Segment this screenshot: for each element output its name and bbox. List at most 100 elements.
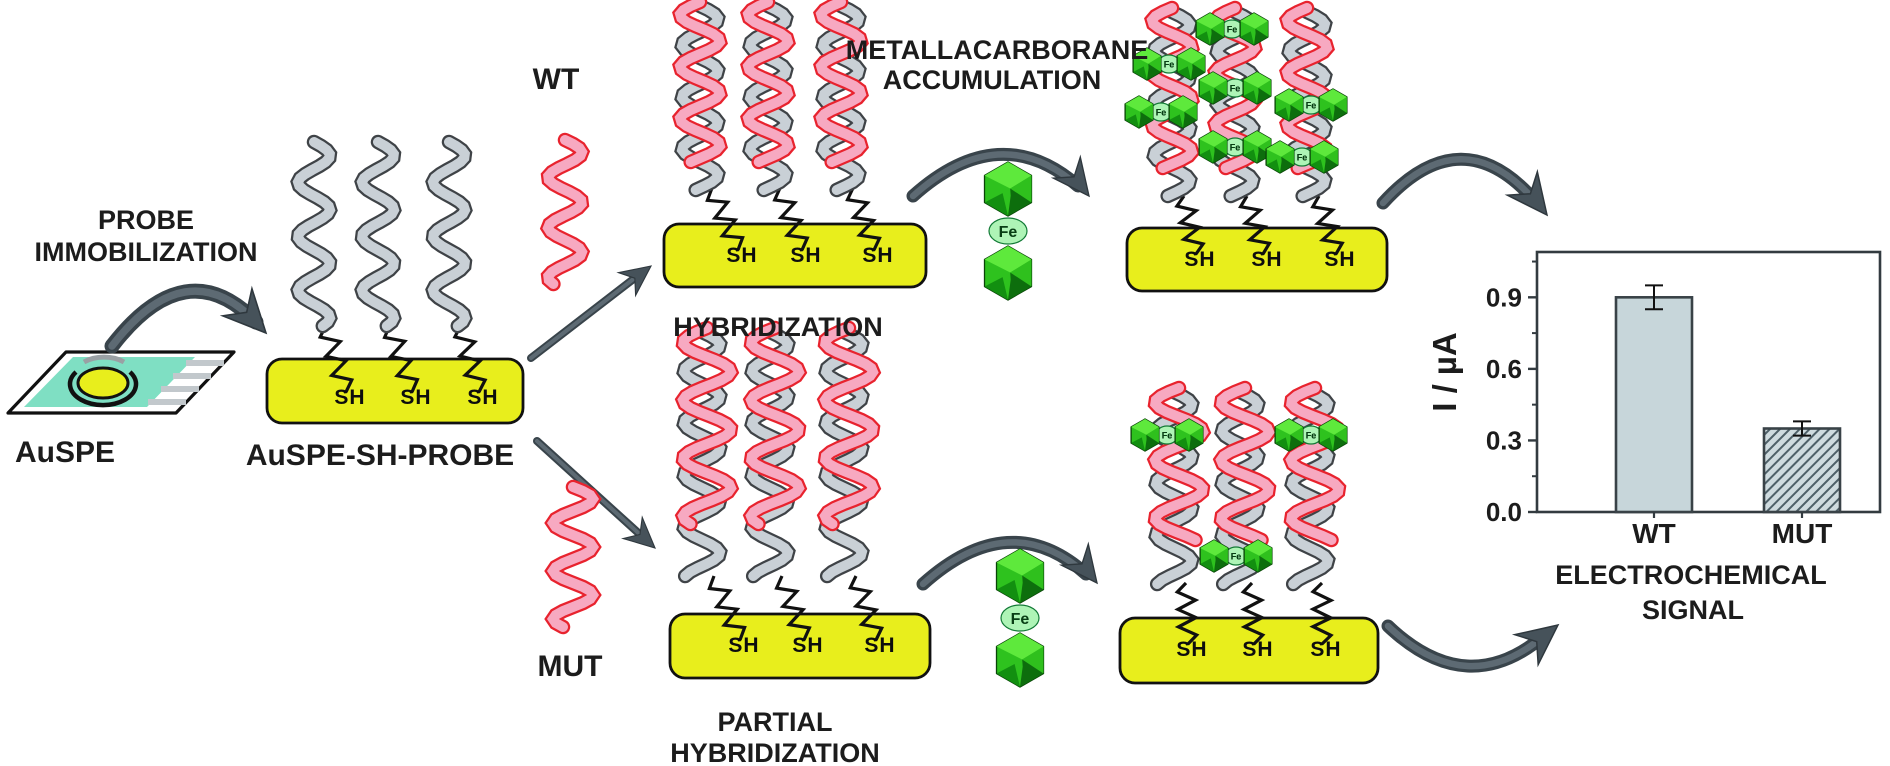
thiol-label: SH	[400, 386, 431, 409]
counter-electrode-ring	[67, 370, 139, 408]
fe-label: Fe	[1230, 84, 1241, 94]
fe-label: Fe	[1230, 143, 1241, 153]
probe-immobilization-arrow	[104, 283, 268, 354]
auspe-sh-probe-label: AuSPE-SH-PROBE	[246, 439, 514, 472]
fe-label: Fe	[1230, 84, 1241, 94]
dna-strand	[1285, 383, 1345, 545]
probe-immobilization-label-line2: IMMOBILIZATION	[35, 237, 258, 267]
metallacarborane-icon-bottom: Fe	[995, 548, 1045, 688]
chart-caption-line2: SIGNAL	[1642, 595, 1744, 625]
thiol-linker	[707, 575, 747, 641]
metallacarborane-icon-top: Fe	[983, 161, 1033, 301]
signal-arrow-bottom	[1381, 619, 1560, 673]
y-tick-label: 0.3	[1486, 425, 1522, 455]
accumulation-arrow-top	[906, 147, 1090, 203]
dna-strand	[542, 135, 588, 289]
accumulation-label-line1: METALLACARBORANE	[846, 35, 1148, 65]
thiol-linker	[452, 324, 488, 393]
fe-label: Fe	[1306, 101, 1317, 111]
arrow-head	[621, 515, 656, 549]
auspe-chip	[6, 350, 236, 415]
thiol-label: SH	[726, 244, 757, 267]
fe-label: Fe	[1156, 108, 1167, 118]
thiol-label: SH	[728, 634, 759, 657]
dna-strand	[427, 137, 471, 331]
arrow-head	[616, 265, 653, 298]
gold-electrode	[662, 222, 928, 289]
electrode-auspe-sh-probe: SH SH SH	[265, 134, 525, 425]
dna-strand	[1150, 387, 1198, 589]
thiol-linker	[1310, 195, 1345, 255]
x-category-label: MUT	[1772, 518, 1833, 549]
x-category-label: WT	[1632, 518, 1676, 549]
dna-strand	[820, 327, 868, 581]
probe-immobilization-label-line1: PROBE	[98, 205, 194, 235]
partial-hybridization-label-line2: HYBRIDIZATION	[670, 738, 880, 766]
fe-label: Fe	[1231, 552, 1242, 562]
thiol-linker	[1309, 581, 1335, 646]
thiol-linker	[382, 324, 420, 393]
accumulation-label-line2: ACCUMULATION	[883, 65, 1101, 95]
fe-label: Fe	[1230, 143, 1241, 153]
fe-label: Fe	[999, 224, 1018, 241]
thiol-label: SH	[862, 244, 893, 267]
gold-electrode	[1125, 226, 1389, 293]
iron-center	[988, 217, 1028, 245]
thiol-label: SH	[1324, 248, 1355, 271]
accumulation-arrow-bottom	[916, 535, 1098, 591]
dna-strand	[1149, 383, 1209, 545]
dna-strand	[745, 323, 805, 529]
fe-label: Fe	[1297, 153, 1308, 163]
arrow-head	[1058, 541, 1098, 585]
fe-label: Fe	[1156, 108, 1167, 118]
thiol-linker	[1238, 195, 1272, 255]
thiol-linker	[774, 575, 812, 641]
thiol-label: SH	[1251, 248, 1282, 271]
y-tick-label: 0.0	[1486, 497, 1522, 527]
bar-wt	[1614, 296, 1694, 514]
dna-strand	[742, 0, 794, 167]
gold-working-electrode	[76, 366, 130, 400]
thiol-linker	[317, 324, 355, 393]
fe-label: Fe	[1306, 431, 1317, 441]
arrow-head	[1504, 168, 1549, 217]
signal-arrow-top	[1376, 152, 1549, 217]
fe-label: Fe	[1162, 431, 1173, 441]
fe-label: Fe	[1227, 25, 1238, 35]
auspe-label: AuSPE	[15, 436, 115, 469]
dna-strand	[292, 137, 336, 331]
dna-strand	[1215, 383, 1275, 545]
thiol-label: SH	[334, 386, 365, 409]
dna-strand	[674, 0, 726, 167]
wt-label: WT	[533, 63, 580, 96]
thiol-label: SH	[790, 244, 821, 267]
dna-strand	[677, 323, 737, 529]
y-tick-label: 0.9	[1486, 282, 1522, 312]
arrow-head	[219, 285, 268, 335]
fe-label: Fe	[1227, 25, 1238, 35]
arrow-head	[1511, 623, 1560, 668]
electrode-hybridization: SH SH SH	[662, 0, 928, 289]
thiol-linker	[772, 187, 810, 251]
dna-strand	[1281, 3, 1333, 173]
reference-electrode-arc	[82, 354, 126, 365]
thiol-label: SH	[467, 386, 498, 409]
arrow-head	[1050, 154, 1090, 198]
thiol-label: SH	[1184, 248, 1215, 271]
wt-hybridization-arrow	[527, 265, 653, 362]
thiol-label: SH	[1310, 638, 1341, 661]
fe-label: Fe	[1162, 431, 1173, 441]
dna-strand	[678, 327, 726, 581]
chart-frame	[1535, 250, 1882, 514]
